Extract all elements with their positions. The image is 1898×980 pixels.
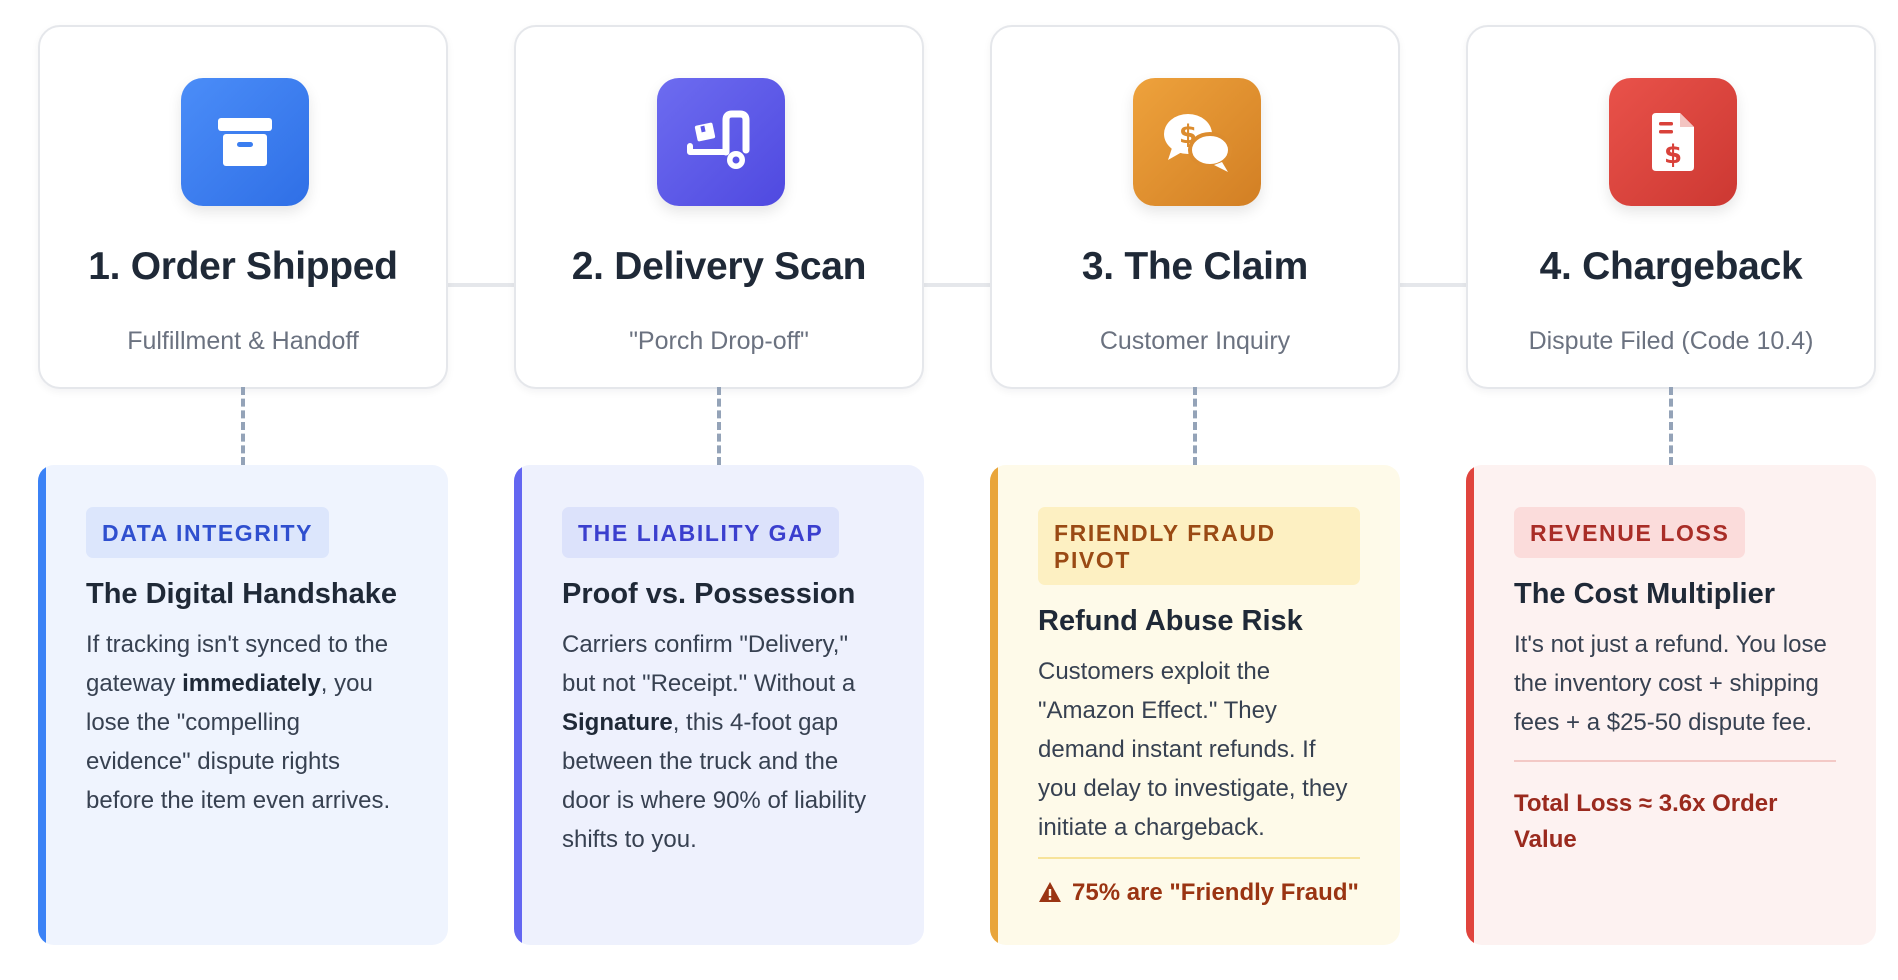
step-card-delivery-scan: 2. Delivery Scan "Porch Drop-off" <box>514 25 924 389</box>
step-card-chargeback: $ 4. Chargeback Dispute Filed (Code 10.4… <box>1466 25 1876 389</box>
divider <box>1038 857 1360 859</box>
category-badge: THE LIABILITY GAP <box>562 507 840 558</box>
dashed-connector <box>1193 387 1197 465</box>
detail-heading: Proof vs. Possession <box>562 578 856 610</box>
step-column-order-shipped: 1. Order Shipped Fulfillment & Handoff D… <box>38 0 448 980</box>
callout-text: 75% are "Friendly Fraud" <box>1072 879 1359 906</box>
detail-body: Carriers confirm "Delivery," but not "Re… <box>562 631 867 853</box>
dashed-connector <box>241 387 245 465</box>
accent-bar <box>1466 465 1474 945</box>
accent-bar <box>990 465 998 945</box>
step-column-chargeback: $ 4. Chargeback Dispute Filed (Code 10.4… <box>1466 0 1876 980</box>
step-subtitle: Fulfillment & Handoff <box>127 327 359 355</box>
category-badge: DATA INTEGRITY <box>86 507 330 558</box>
accent-bar <box>38 465 46 945</box>
detail-body: It's not just a refund. You lose the inv… <box>1514 631 1827 736</box>
detail-body: If tracking isn't synced to the gateway … <box>86 631 391 814</box>
step-icon-tile <box>657 78 785 206</box>
dashed-connector <box>1669 387 1673 465</box>
detail-card-data-integrity: DATA INTEGRITY The Digital Handshake If … <box>38 465 448 945</box>
detail-heading: The Digital Handshake <box>86 578 398 610</box>
step-icon-tile: $ <box>1133 78 1261 206</box>
warning-icon <box>1039 882 1061 902</box>
step-title: 2. Delivery Scan <box>571 245 867 288</box>
step-title: 3. The Claim <box>1081 245 1309 288</box>
connector-2-3 <box>924 283 990 287</box>
accent-bar <box>514 465 522 945</box>
connector-1-2 <box>448 283 514 287</box>
step-title: 4. Chargeback <box>1539 245 1803 288</box>
detail-heading: The Cost Multiplier <box>1514 578 1775 610</box>
category-badge: FRIENDLY FRAUD PIVOT <box>1038 507 1360 585</box>
risk-callout: 75% are "Friendly Fraud" <box>1038 875 1360 911</box>
detail-card-revenue-loss: REVENUE LOSS The Cost Multiplier It's no… <box>1466 465 1876 945</box>
step-subtitle: "Porch Drop-off" <box>629 327 809 355</box>
detail-card-liability-gap: THE LIABILITY GAP Proof vs. Possession C… <box>514 465 924 945</box>
detail-body: Customers exploit the "Amazon Effect." T… <box>1038 658 1348 841</box>
dolly-icon <box>687 110 750 169</box>
step-card-order-shipped: 1. Order Shipped Fulfillment & Handoff <box>38 25 448 389</box>
step-subtitle: Dispute Filed (Code 10.4) <box>1528 327 1814 355</box>
divider <box>1514 760 1836 762</box>
step-column-the-claim: $ 3. The Claim Customer Inquiry FRIENDLY… <box>990 0 1400 980</box>
step-column-delivery-scan: 2. Delivery Scan "Porch Drop-off" THE LI… <box>514 0 924 980</box>
step-icon-tile: $ <box>1609 78 1737 206</box>
dashed-connector <box>717 387 721 465</box>
step-card-the-claim: $ 3. The Claim Customer Inquiry <box>990 25 1400 389</box>
svg-text:$: $ <box>1179 120 1197 150</box>
detail-card-friendly-fraud: FRIENDLY FRAUD PIVOT Refund Abuse Risk C… <box>990 465 1400 945</box>
category-badge: REVENUE LOSS <box>1514 507 1746 558</box>
connector-3-4 <box>1400 283 1466 287</box>
invoice-dollar-icon: $ <box>1652 113 1694 171</box>
svg-text:$: $ <box>1664 140 1682 170</box>
step-subtitle: Customer Inquiry <box>1099 327 1291 355</box>
loss-callout: Total Loss ≈ 3.6x Order Value <box>1514 790 1778 853</box>
money-chat-icon: $ <box>1164 114 1232 172</box>
archive-box-icon <box>218 118 272 166</box>
step-icon-tile <box>181 78 309 206</box>
step-title: 1. Order Shipped <box>88 245 398 288</box>
detail-heading: Refund Abuse Risk <box>1038 605 1303 637</box>
